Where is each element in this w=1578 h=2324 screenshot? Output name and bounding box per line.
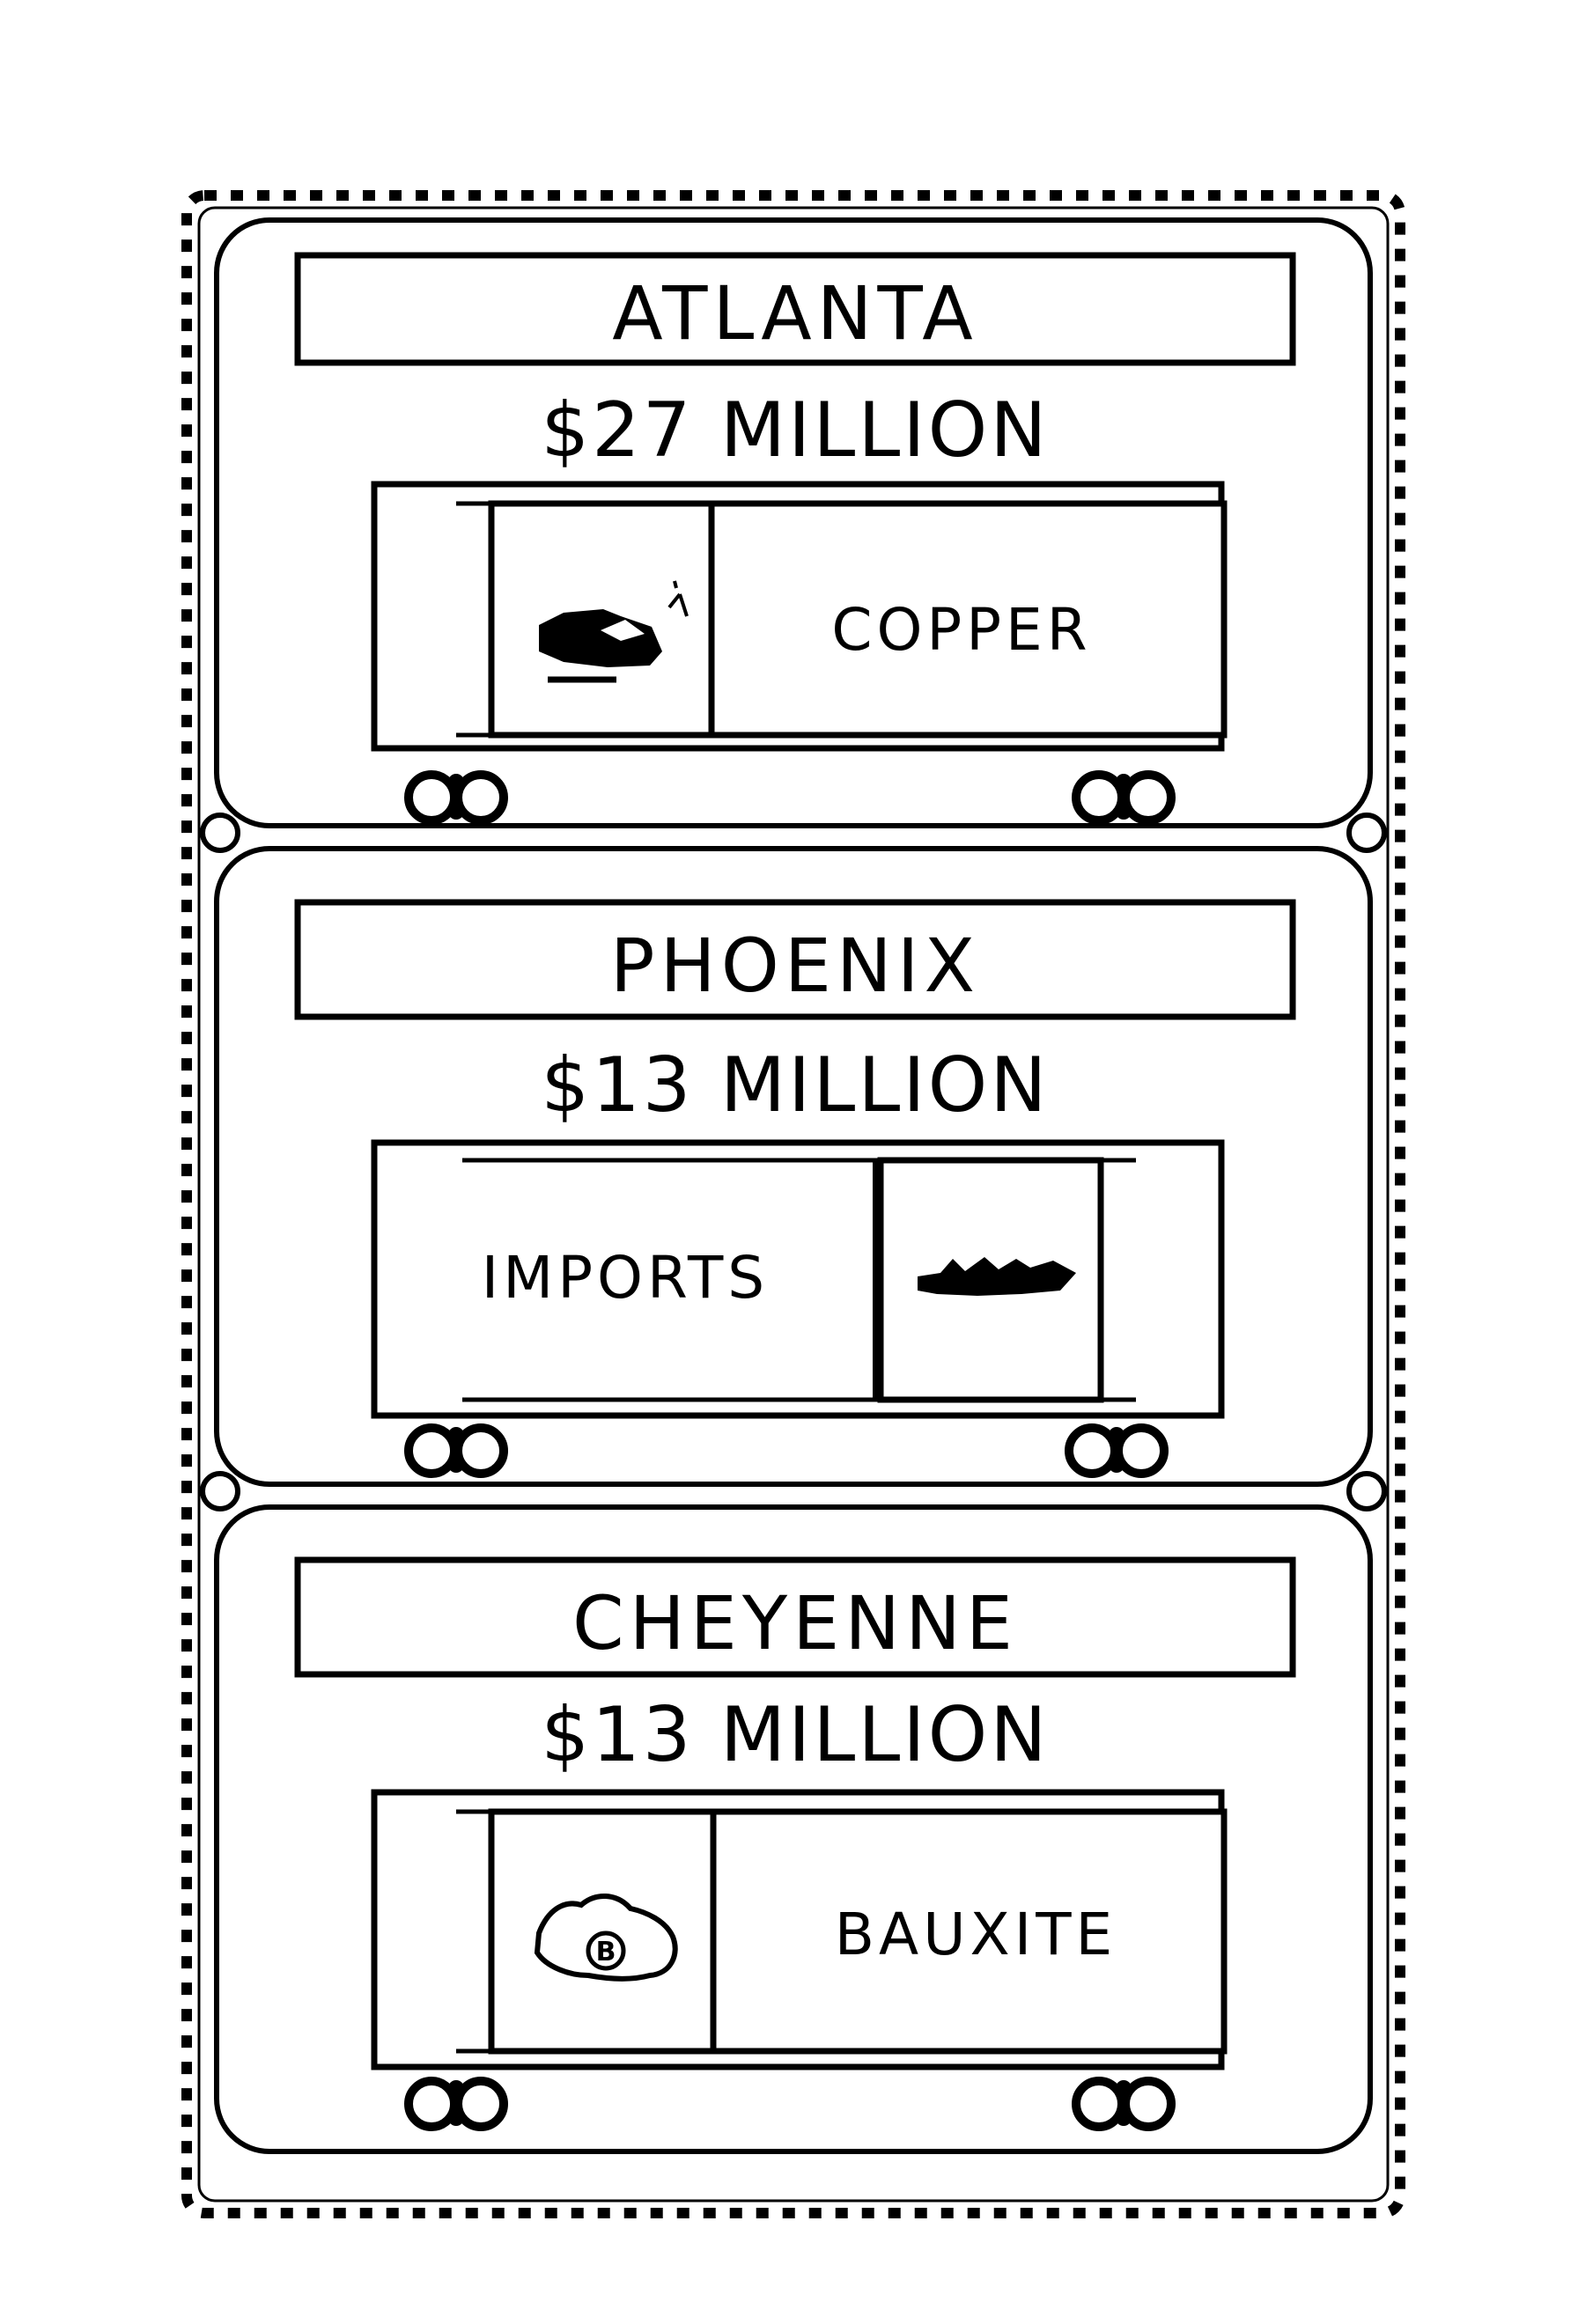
stamp-card[interactable]: ATLANTA $27 MILLION COPPER <box>214 217 1373 828</box>
cargo-label: IMPORTS <box>482 1244 769 1312</box>
stamp-card[interactable]: PHOENIX $13 MILLION IMPORTS <box>214 846 1373 1487</box>
city-name: PHOENIX <box>610 923 980 1009</box>
cargo-label: BAUXITE <box>835 1901 1117 1968</box>
card-joint <box>200 1471 1387 1511</box>
wheel-set <box>1065 1423 1169 1478</box>
city-name: CHEYENNE <box>572 1580 1018 1666</box>
cargo-ship-icon <box>918 1257 1076 1296</box>
wheel-set <box>404 770 508 825</box>
bauxite-ore-icon: B <box>534 1893 678 1982</box>
copper-ore-icon <box>539 580 689 683</box>
boxcar: BAUXITE B <box>371 1789 1228 2131</box>
card-joint <box>200 813 1387 853</box>
city-banner <box>294 899 1296 1020</box>
cargo-label: COPPER <box>831 596 1091 664</box>
bauxite-badge-letter: B <box>596 1937 616 1967</box>
cargo-panel <box>708 500 1228 739</box>
cargo-panel <box>710 1808 1228 2055</box>
wheel-set <box>1072 2077 1176 2131</box>
city-banner <box>294 1556 1296 1678</box>
cash-amount: $27 MILLION <box>541 386 1049 474</box>
boxcar: IMPORTS <box>371 1139 1225 1478</box>
city-name: ATLANTA <box>612 270 978 357</box>
wheel-set <box>1072 770 1176 825</box>
wheel-set <box>404 1423 508 1478</box>
city-banner <box>294 252 1296 366</box>
sheet-outline <box>197 206 1390 2203</box>
stamp-card[interactable]: CHEYENNE $13 MILLION BAUXITE B <box>214 1504 1373 2154</box>
perforated-border <box>181 190 1405 2218</box>
cash-amount: $13 MILLION <box>541 1691 1049 1779</box>
boxcar: COPPER <box>371 481 1228 825</box>
cash-amount: $13 MILLION <box>541 1041 1049 1129</box>
wheel-set <box>404 2077 508 2131</box>
